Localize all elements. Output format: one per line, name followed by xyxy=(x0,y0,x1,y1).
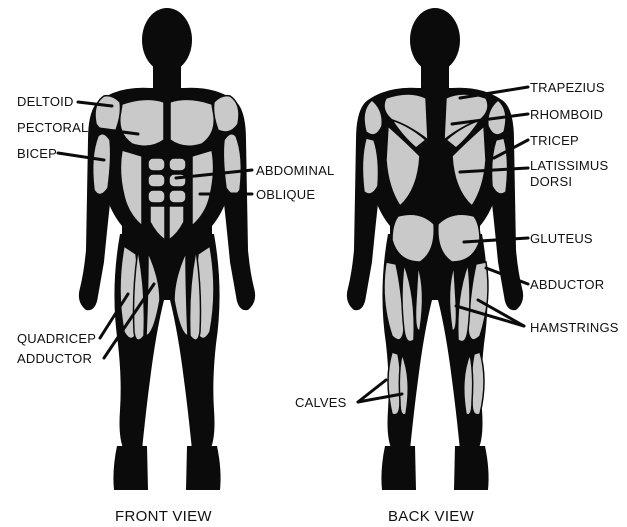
label-gluteus: GLUTEUS xyxy=(530,231,593,246)
label-calves: CALVES xyxy=(295,395,347,410)
label-quadricep: QUADRICEP xyxy=(17,331,96,346)
label-trapezius: TRAPEZIUS xyxy=(530,80,605,95)
back-view-title: BACK VIEW xyxy=(388,508,474,525)
back-tricep-left xyxy=(362,138,378,194)
label-bicep: BICEP xyxy=(17,146,57,161)
front-bicep-left xyxy=(93,134,111,195)
front-figure xyxy=(79,8,255,490)
front-deltoid-left xyxy=(95,96,121,132)
label-abdominal: ABDOMINAL xyxy=(256,163,334,178)
front-bicep-right xyxy=(223,134,241,195)
label-rhomboid: RHOMBOID xyxy=(530,107,603,122)
front-deltoid-right xyxy=(214,96,240,132)
label-abductor: ABDUCTOR xyxy=(530,277,604,292)
back-tricep-right xyxy=(492,138,508,194)
front-view-title: FRONT VIEW xyxy=(115,508,212,525)
label-latissimus: LATISSIMUS xyxy=(530,158,608,173)
front-pectoral-left xyxy=(120,99,164,146)
front-pectoral-right xyxy=(170,99,214,146)
label-oblique: OBLIQUE xyxy=(256,187,315,202)
label-adductor: ADDUCTOR xyxy=(17,351,92,366)
label-pectoral: PECTORAL xyxy=(17,120,88,135)
label-hamstrings: HAMSTRINGS xyxy=(530,320,619,335)
label-tricep: TRICEP xyxy=(530,133,579,148)
back-figure xyxy=(347,8,523,490)
label-deltoid: DELTOID xyxy=(17,94,74,109)
label-dorsi: DORSI xyxy=(530,174,572,189)
